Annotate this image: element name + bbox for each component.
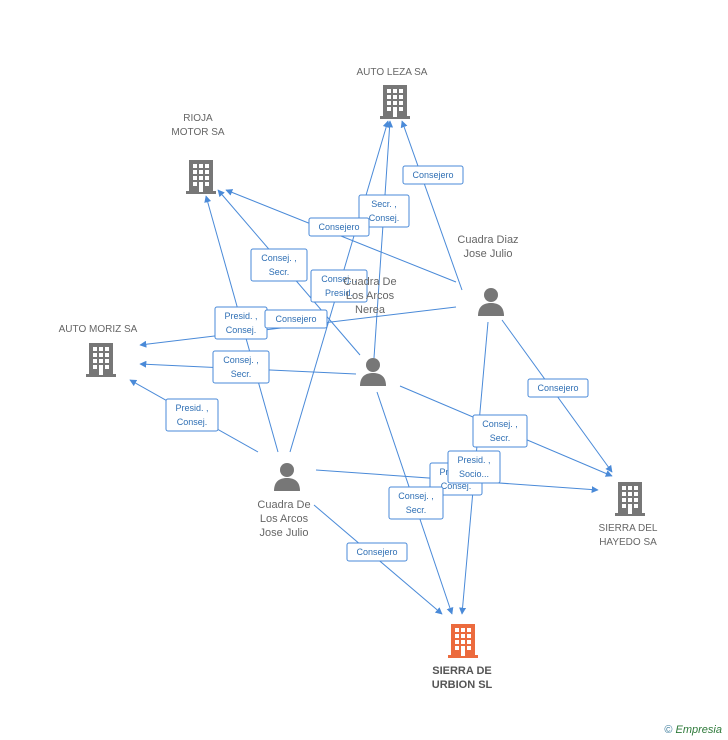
person-icon	[274, 463, 300, 491]
edge-nerea-autoleza	[373, 120, 394, 359]
brand-logo[interactable]: Empresia	[675, 724, 722, 736]
edge-label-text: Presid. ,	[175, 403, 208, 413]
edge-label-text: Consej.	[369, 213, 400, 223]
edge-label-box	[346, 542, 408, 562]
copyright-symbol: ©	[664, 724, 673, 736]
edge-label-l5[interactable]: Consej. , Presid.	[310, 269, 368, 303]
edge-label-box	[447, 450, 501, 484]
edge-label-l13[interactable]: Presid. , Socio...	[447, 450, 501, 484]
edge-label-l7[interactable]: Consejero	[264, 309, 328, 329]
node-label: SIERRA DE	[432, 665, 492, 677]
edge-label-box	[264, 309, 328, 329]
edge-label-text: Consej. ,	[398, 491, 434, 501]
edge-label-text: Presid. ,	[457, 455, 490, 465]
edge-label-l2[interactable]: Secr. , Consej.	[358, 194, 410, 228]
edge-label-text: Presid. ,	[224, 311, 257, 321]
node-sierra-urbion[interactable]: SIERRA DE URBION SL	[432, 624, 493, 691]
edge-label-box	[402, 165, 464, 185]
node-label: Cuadra Diaz	[457, 234, 518, 246]
edge-label-box	[308, 217, 370, 237]
building-icon	[615, 482, 645, 516]
edge-label-l10[interactable]: Consejero	[527, 378, 589, 398]
node-rioja-motor[interactable]: RIOJA MOTOR SA	[171, 113, 225, 194]
edge-label-text: Secr.	[231, 369, 252, 379]
edge-label-text: Socio...	[459, 469, 489, 479]
node-label: URBION SL	[432, 679, 493, 691]
edge-label-box	[212, 350, 270, 384]
edge-label-l8[interactable]: Consej. , Secr.	[212, 350, 270, 384]
edge-label-l3[interactable]: Consejero	[308, 217, 370, 237]
edge-label-l9[interactable]: Presid. , Consej.	[165, 398, 219, 432]
node-label: AUTO LEZA SA	[357, 67, 428, 78]
node-label: HAYEDO SA	[599, 537, 657, 548]
node-sierra-hayedo[interactable]: SIERRA DEL HAYEDO SA	[599, 482, 658, 548]
node-label: AUTO MORIZ SA	[59, 324, 138, 335]
edge-label-text: Consej. ,	[482, 419, 518, 429]
edge-label-text: Consej. ,	[321, 274, 357, 284]
node-label: Jose Julio	[464, 248, 513, 260]
edge-label-l6[interactable]: Presid. , Consej.	[214, 306, 268, 340]
copyright: © Empresia	[664, 724, 722, 736]
building-icon	[448, 624, 478, 658]
edge-label-text: Consejero	[412, 170, 453, 180]
edge-label-text: Consej.	[177, 417, 208, 427]
node-label: Cuadra De	[343, 276, 396, 288]
node-auto-moriz[interactable]: AUTO MORIZ SA	[59, 324, 138, 377]
edge-label-text: Presid.	[325, 288, 353, 298]
edge-label-text: Secr.	[269, 267, 290, 277]
nodes: AUTO LEZA SA RIOJA MOTOR SA AUTO MORIZ SA SI…	[59, 67, 658, 691]
node-label: Nerea	[355, 304, 386, 316]
edge-label-text: Consej.	[441, 481, 472, 491]
node-label: RIOJA	[183, 113, 213, 124]
node-auto-leza[interactable]: AUTO LEZA SA	[357, 67, 428, 119]
edge-label-box	[472, 414, 528, 448]
person-icon	[478, 288, 504, 316]
edge-label-text: Consej. ,	[261, 253, 297, 263]
node-label: Cuadra De	[257, 499, 310, 511]
edge-label-text: Consej.	[226, 325, 257, 335]
edge-label-l11[interactable]: Consej. , Secr.	[472, 414, 528, 448]
edge-label-text: Consejero	[356, 547, 397, 557]
node-label: MOTOR SA	[171, 127, 224, 138]
building-icon	[86, 343, 116, 377]
edge-diaz-autoleza	[400, 120, 463, 291]
edge-label-box	[527, 378, 589, 398]
building-icon	[186, 160, 216, 194]
edge-label-box	[388, 486, 444, 520]
node-label: SIERRA DEL	[599, 523, 658, 534]
edge-label-box	[165, 398, 219, 432]
edge-label-box	[310, 269, 368, 303]
edge-label-box	[250, 248, 308, 282]
edge-label-l4[interactable]: Consej. , Secr.	[250, 248, 308, 282]
node-label: Jose Julio	[260, 527, 309, 539]
edge-label-text: Secr.	[406, 505, 427, 515]
edge-label-l14[interactable]: Consej. , Secr.	[388, 486, 444, 520]
node-label: Los Arcos	[260, 513, 309, 525]
edge-label-text: Consej. ,	[223, 355, 259, 365]
edge-label-text: Secr.	[490, 433, 511, 443]
node-label: Los Arcos	[346, 290, 395, 302]
edge-label-l1[interactable]: Consejero	[402, 165, 464, 185]
edge-label-text: Consejero	[537, 383, 578, 393]
person-icon	[360, 358, 386, 386]
edge-label-text: Consejero	[275, 314, 316, 324]
building-icon	[380, 85, 410, 119]
edge-label-l15[interactable]: Consejero	[346, 542, 408, 562]
edge-label-box	[358, 194, 410, 228]
edge-label-text: Secr. ,	[371, 199, 397, 209]
edge-label-text: Consejero	[318, 222, 359, 232]
